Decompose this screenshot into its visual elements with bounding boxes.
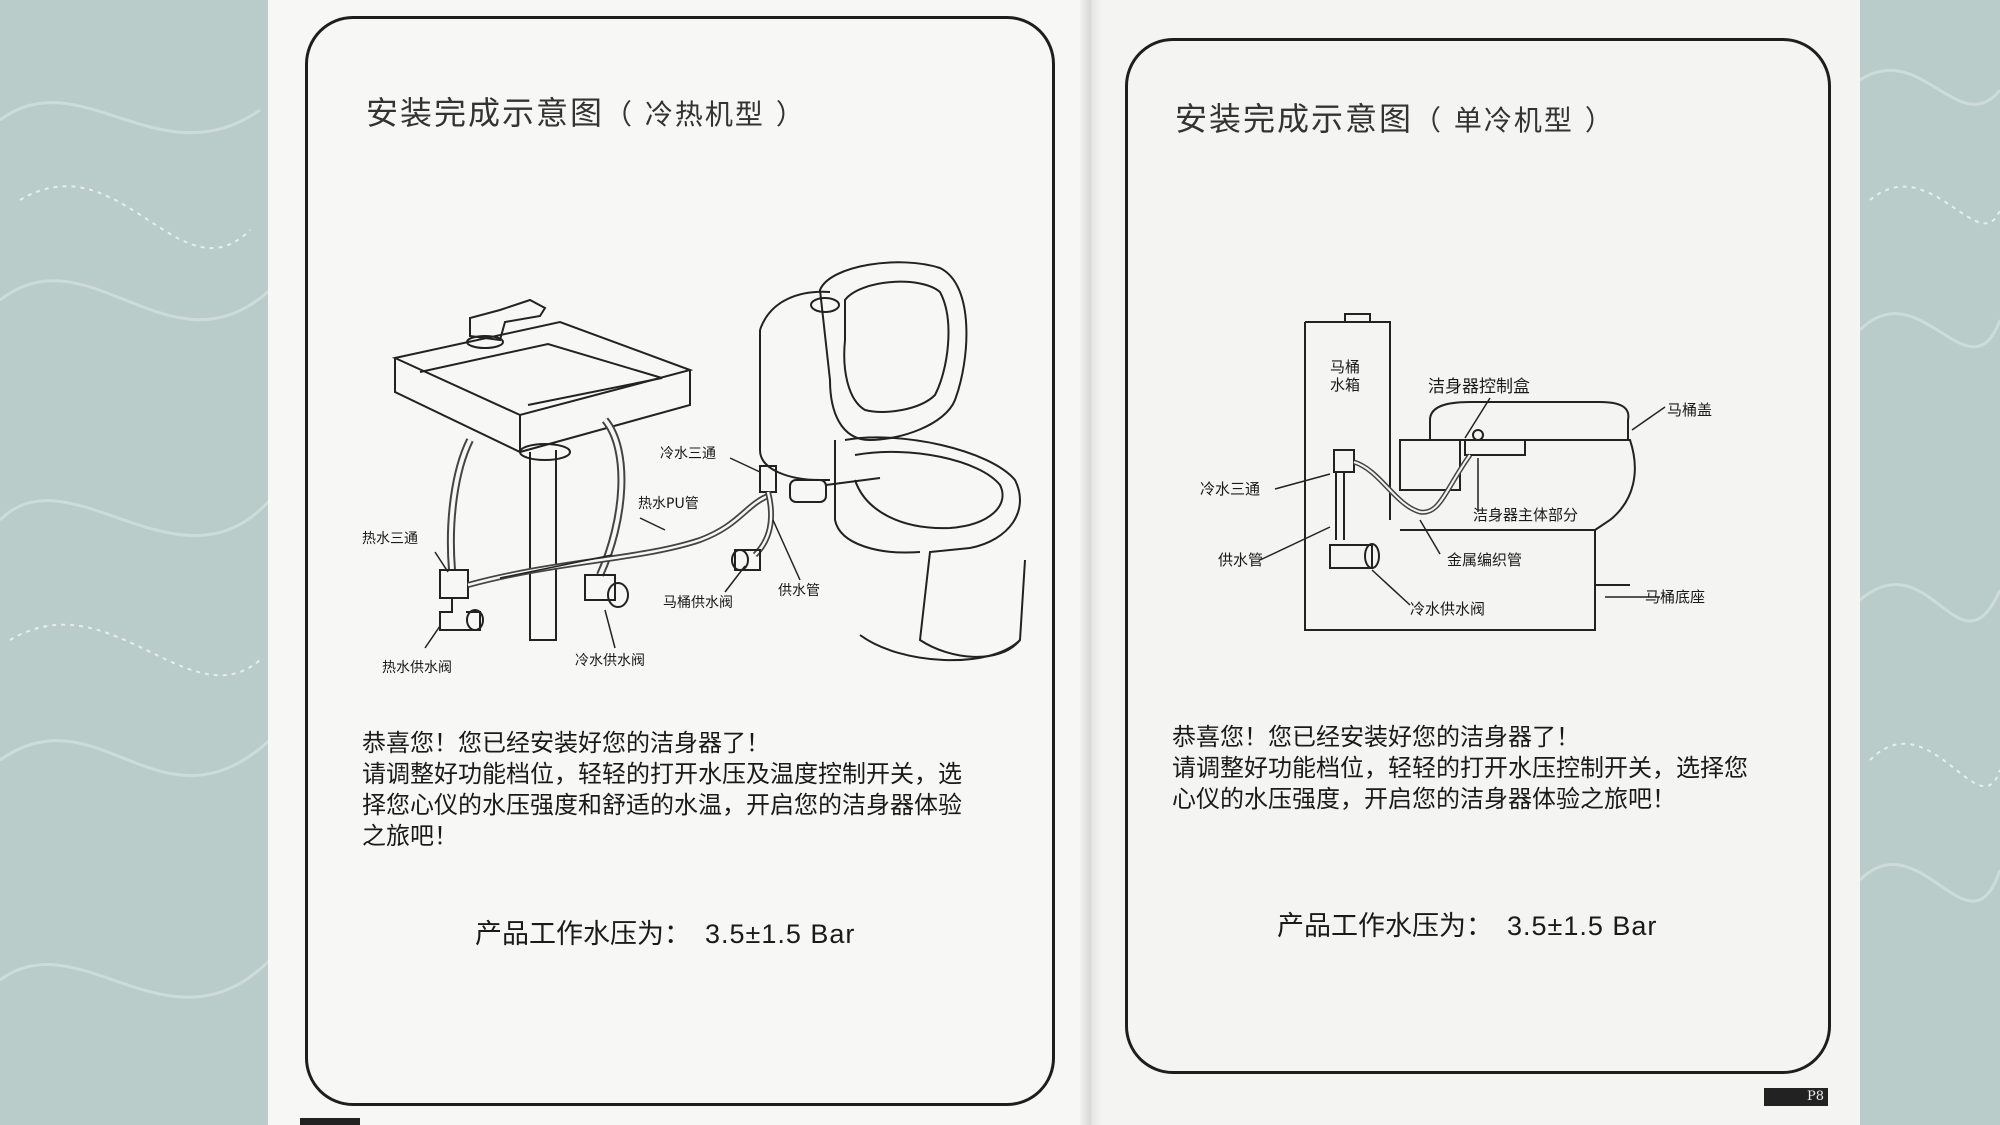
label-tank-line2: 水箱 [1330,376,1360,394]
toilet-bowl [844,436,1026,658]
right-pressure-value: 3.5±1.5 Bar [1507,911,1658,941]
right-para-line-3: 心仪的水压强度，开启您的洁身器体验之旅吧！ [1172,785,1676,813]
right-congrats-paragraph: 恭喜您！您已经安装好您的洁身器了！ 请调整好功能档位，轻轻的打开水压控制开关，选… [1172,722,1748,815]
label-toilet-base: 马桶底座 [1645,588,1705,606]
left-title-main: 安装完成示意图 [366,94,605,132]
left-para-line-1: 恭喜您！您已经安装好您的洁身器了！ [362,729,770,757]
right-para-line-2: 请调整好功能档位，轻轻的打开水压控制开关，选择您 [1172,754,1748,782]
right-title-suffix: （ 单冷机型 ） [1413,104,1615,137]
label-hot-tee: 热水三通 [362,531,418,547]
left-page-title: 安装完成示意图（ 冷热机型 ） [366,88,806,134]
label-cold-supply-valve: 冷水供水阀 [575,653,645,669]
toilet-base [1390,584,1630,631]
cold-water-tee [1333,449,1355,473]
left-para-line-2: 请调整好功能档位，轻轻的打开水压及温度控制开关，选 [362,760,962,788]
label-supply-pipe: 供水管 [1218,551,1263,569]
left-page-frame [305,16,1055,1106]
label-tank-line1: 马桶 [1330,358,1360,376]
cold-supply-valve [584,574,616,601]
label-supply-pipe: 供水管 [778,583,820,599]
faucet [469,298,547,342]
label-toilet-supply-valve: 马桶供水阀 [663,595,733,611]
label-toilet-lid: 马桶盖 [1667,401,1712,419]
bidet-main-body [1464,439,1526,456]
left-pressure-label: 产品工作水压为： [475,919,691,950]
right-page [1088,0,1860,1125]
label-cold-tee: 冷水三通 [660,446,716,462]
label-main-body: 洁身器主体部分 [1473,506,1578,524]
right-title-main: 安装完成示意图 [1175,100,1414,138]
toilet-lid [1429,401,1630,440]
left-page [268,0,1088,1125]
label-cold-supply-valve: 冷水供水阀 [1410,600,1485,618]
book-gutter [1080,0,1102,1125]
right-pressure-spec: 产品工作水压为： 3.5±1.5 Bar [1277,904,1657,943]
left-title-suffix: （ 冷热机型 ） [604,98,806,131]
label-hot-supply-valve: 热水供水阀 [382,660,452,676]
left-para-line-4: 之旅吧！ [362,822,458,850]
label-hot-pu-pipe: 热水PU管 [638,496,699,512]
left-pressure-spec: 产品工作水压为： 3.5±1.5 Bar [475,912,855,951]
label-braided-hose: 金属编织管 [1447,551,1522,569]
left-para-line-3: 择您心仪的水压强度和舒适的水温，开启您的洁身器体验 [362,791,962,819]
right-pressure-label: 产品工作水压为： [1277,911,1493,942]
label-cold-tee: 冷水三通 [1200,480,1260,498]
page-number: P8 [1764,1088,1828,1106]
right-page-frame [1125,38,1831,1074]
left-page-corner-mark [300,1118,360,1125]
toilet-tank [1304,322,1390,631]
label-control-box: 洁身器控制盒 [1428,377,1530,397]
sink-pedestal [529,450,557,641]
control-box [1399,439,1461,491]
left-congrats-paragraph: 恭喜您！您已经安装好您的洁身器了！ 请调整好功能档位，轻轻的打开水压及温度控制开… [362,728,962,852]
right-para-line-1: 恭喜您！您已经安装好您的洁身器了！ [1172,723,1580,751]
left-pressure-value: 3.5±1.5 Bar [705,919,856,949]
bidet-attachment [789,479,827,503]
toilet-lid [818,261,968,442]
toilet-supply-valve [734,549,761,571]
right-page-title: 安装完成示意图（ 单冷机型 ） [1175,94,1615,140]
